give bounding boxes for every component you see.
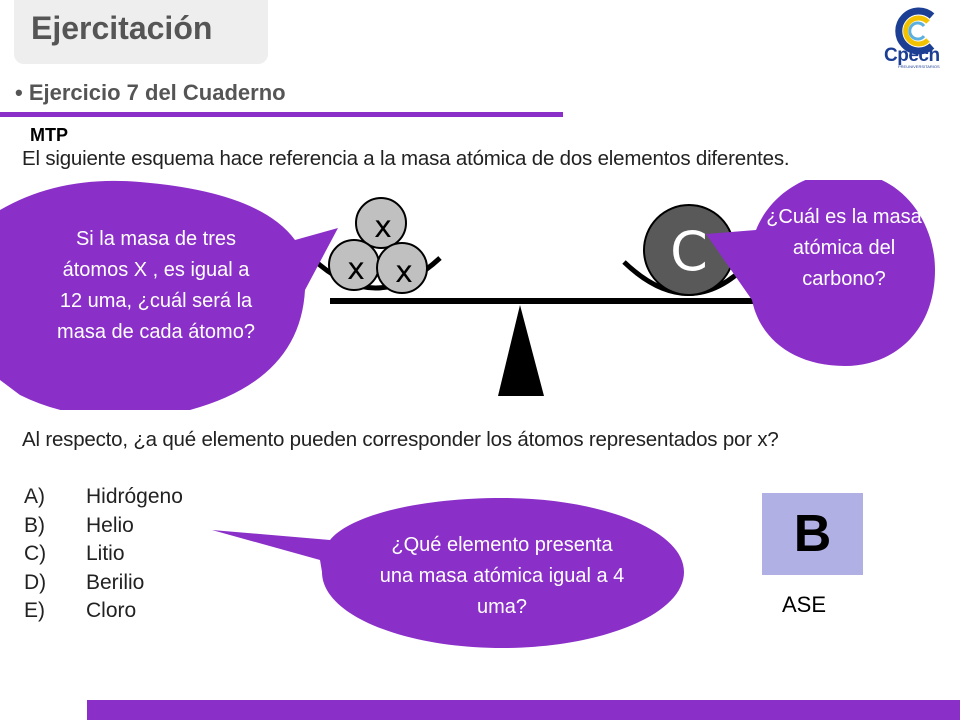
option-c[interactable]: C) Litio xyxy=(24,542,224,571)
option-letter: D) xyxy=(24,570,47,594)
option-letter: E) xyxy=(24,599,45,622)
option-letter: B) xyxy=(24,513,45,537)
option-text: Cloro xyxy=(86,599,137,622)
atom-x-top xyxy=(355,197,407,249)
hint-right-text: ¿Cuál es la masa atómica del carbono? xyxy=(766,206,922,290)
option-e[interactable]: E) Cloro xyxy=(24,599,224,628)
skill-label: ASE xyxy=(782,592,827,617)
atom-label: x xyxy=(395,255,413,290)
atom-x-right xyxy=(376,242,428,294)
balance-scale-diagram: x x x C xyxy=(0,180,935,410)
page-title: Ejercitación xyxy=(31,10,213,46)
option-text: Helio xyxy=(86,513,134,537)
option-letter: A) xyxy=(24,485,45,508)
scale-fulcrum xyxy=(498,305,544,396)
option-text: Hidrógeno xyxy=(86,485,183,508)
section-subtitle: • Ejercicio 7 del Cuaderno xyxy=(15,80,286,106)
footer-bar xyxy=(87,700,960,720)
hint-left-text: Si la masa de tres átomos X , es igual a… xyxy=(57,228,255,343)
logo-text: Cpech xyxy=(884,45,940,66)
atom-label: x xyxy=(347,252,365,287)
carbon-label: C xyxy=(670,220,708,283)
exercise-tag: MTP xyxy=(30,125,68,145)
cpech-logo-icon xyxy=(895,7,935,55)
answer-letter: B xyxy=(793,505,832,563)
atom-label: x xyxy=(374,210,392,245)
hint-bubble-right xyxy=(706,180,935,366)
hint-bubble-left xyxy=(0,180,338,410)
subtitle-divider xyxy=(0,112,563,117)
option-a[interactable]: A) Hidrógeno xyxy=(24,485,224,514)
exercise-statement: El siguiente esquema hace referencia a l… xyxy=(22,147,790,170)
hint-bottom-text: ¿Qué elemento presenta una masa atómica … xyxy=(379,534,625,618)
answer-options: A) Hidrógeno B) Helio C) Litio D) Berilio E)… xyxy=(24,485,224,628)
bullet: • xyxy=(15,80,23,105)
header-tab xyxy=(14,0,268,64)
option-d[interactable]: D) Berilio xyxy=(24,571,224,600)
option-text: Litio xyxy=(86,542,125,565)
logo-subtext: PREUNIVERSITARIOS xyxy=(898,64,940,69)
answer-box: B xyxy=(762,493,863,575)
option-b[interactable]: B) Helio xyxy=(24,514,224,543)
option-text: Berilio xyxy=(86,570,145,594)
subtitle-text: Ejercicio 7 del Cuaderno xyxy=(28,80,286,105)
option-letter: C) xyxy=(24,542,47,565)
scale-beam xyxy=(330,298,760,304)
exercise-question: Al respecto, ¿a qué elemento pueden corr… xyxy=(22,428,779,451)
